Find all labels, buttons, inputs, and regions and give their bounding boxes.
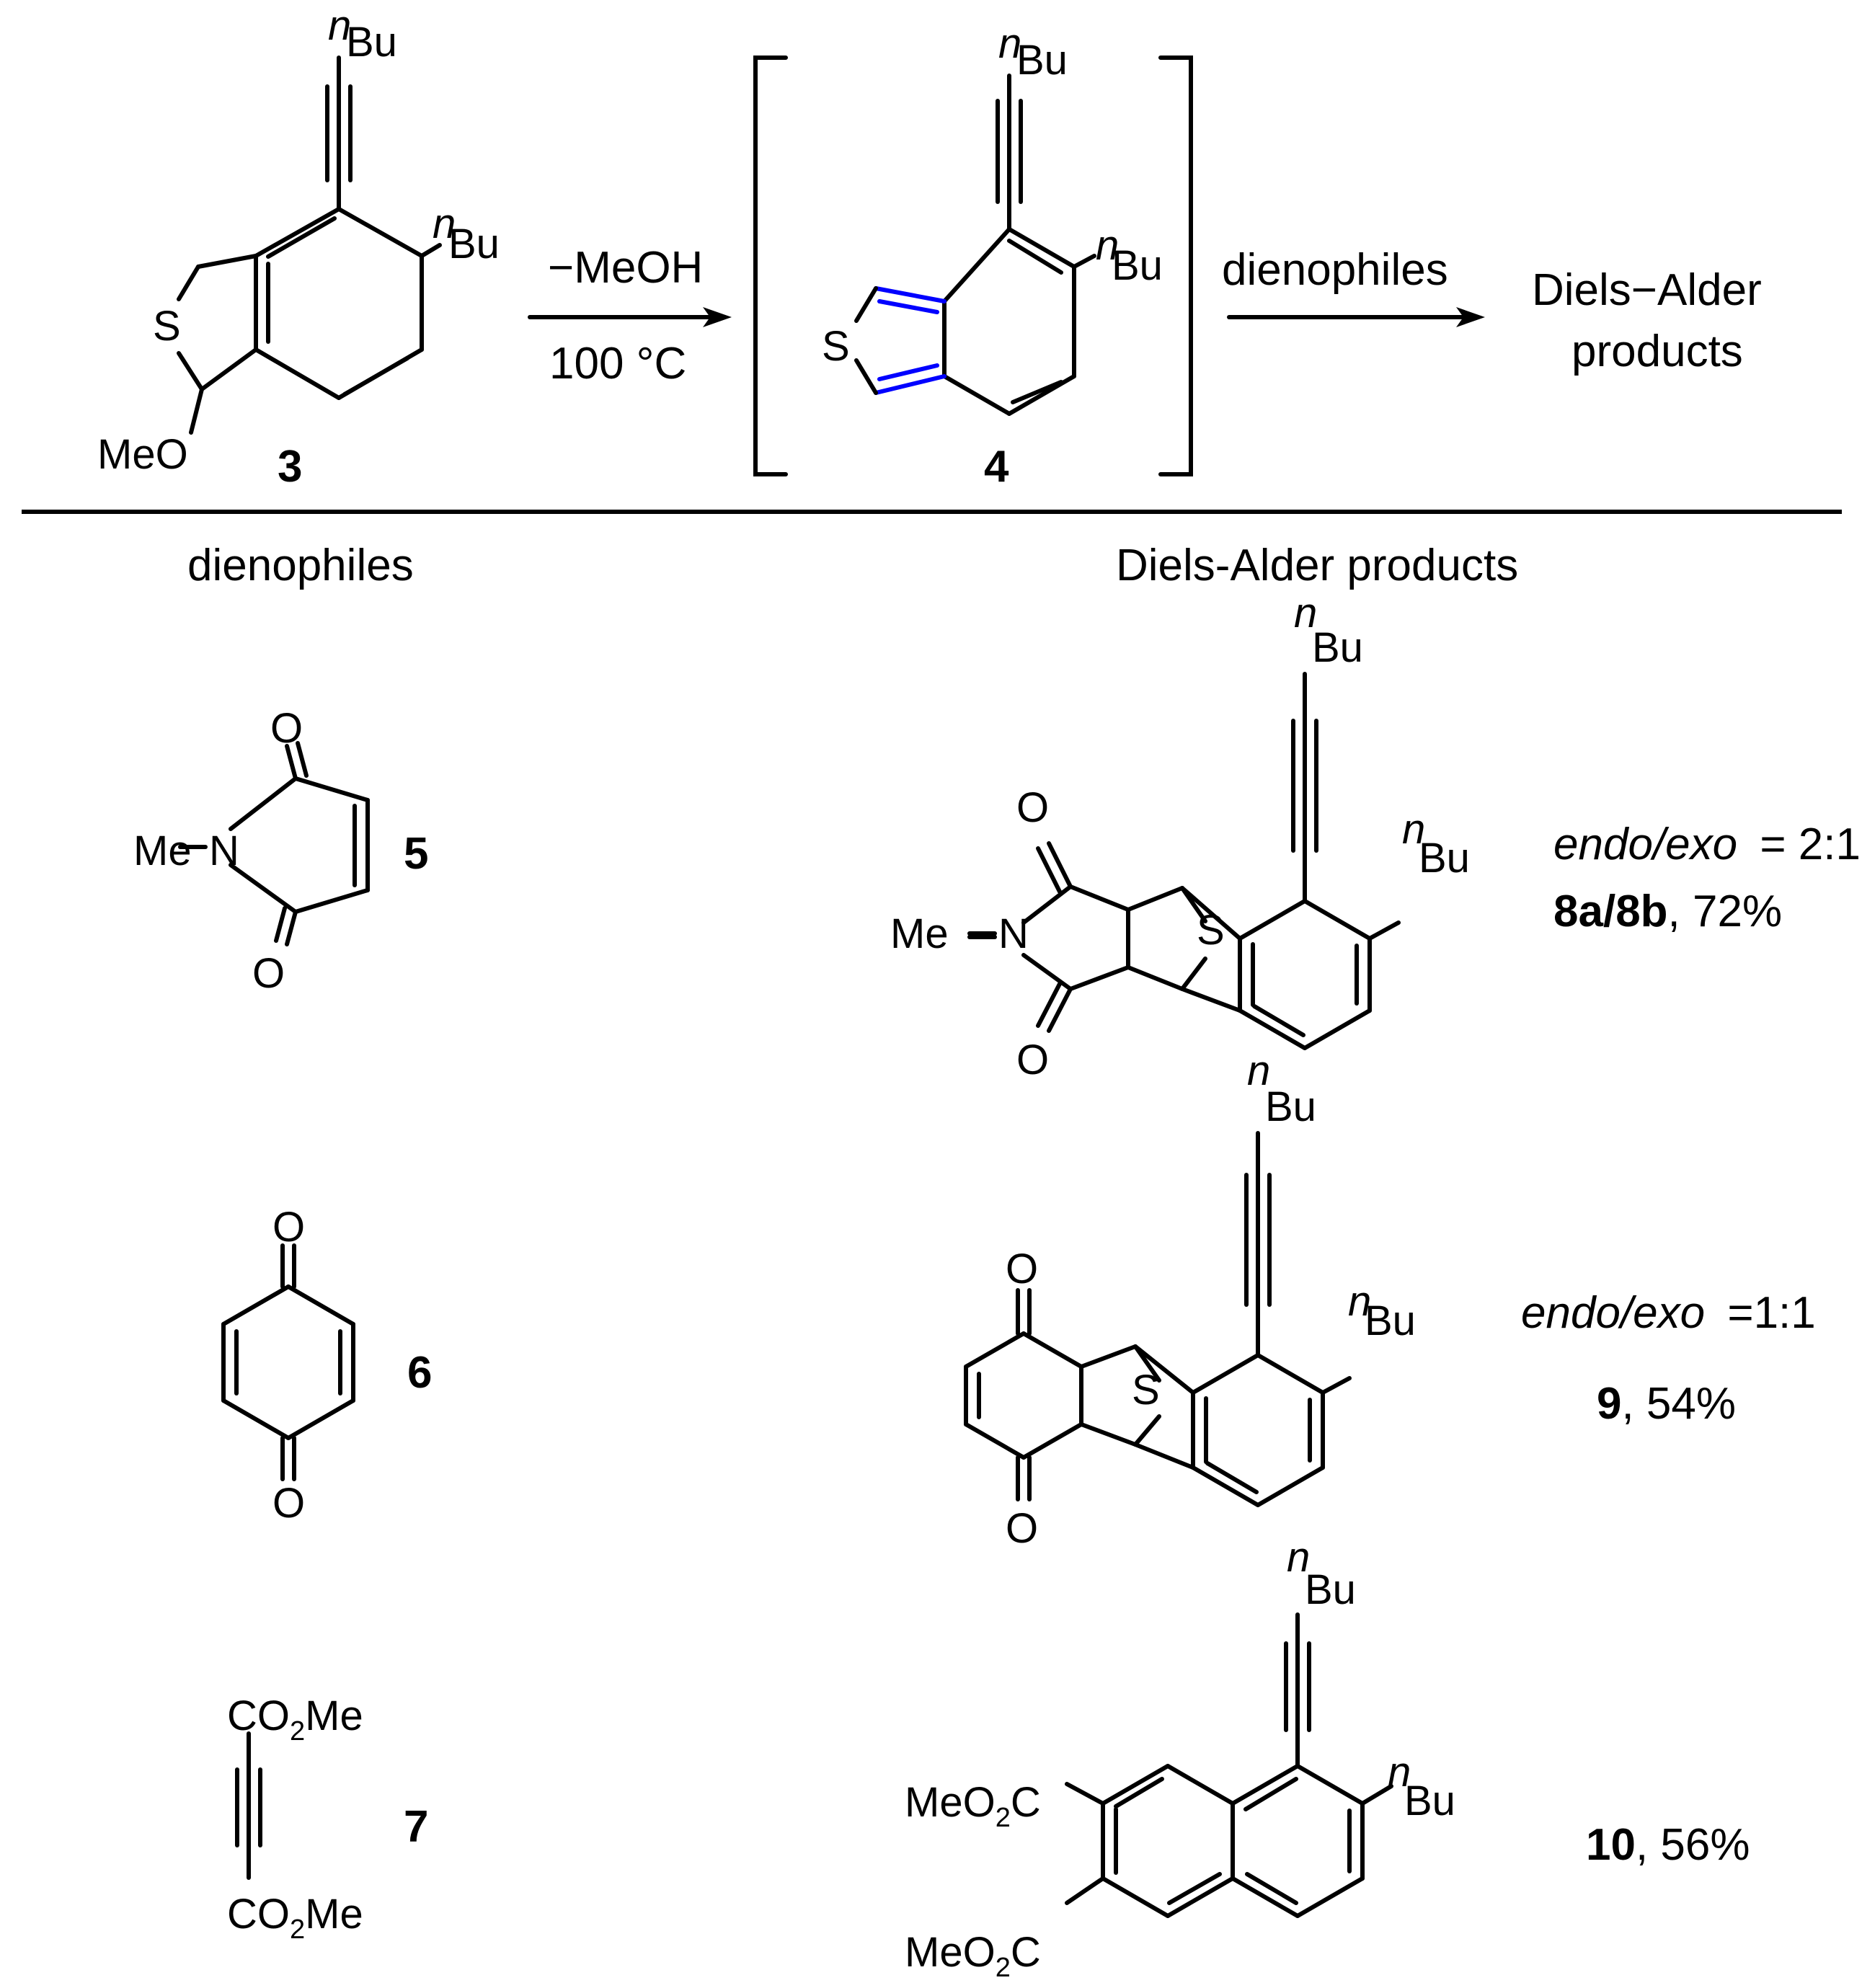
dienophile-5-o-bottom: O	[252, 950, 285, 997]
compound-3-sulfur: S	[153, 303, 181, 350]
product-10-meo2c-bottom: MeO2C	[905, 1929, 1041, 1983]
dienophile-5-o-top: O	[270, 705, 303, 752]
product-10-meo2c-top: MeO2C	[905, 1779, 1041, 1833]
row-3-result: 10, 56%	[1586, 1820, 1750, 1870]
row-2-ratio: endo/exo =1:1	[1521, 1288, 1816, 1338]
product-line-1: Diels−Alder	[1532, 265, 1762, 315]
product-8-nbu-side-bu: Bu	[1419, 835, 1470, 882]
product-8-structure	[967, 672, 1401, 1050]
product-8-nbu-top-bu: Bu	[1312, 624, 1363, 671]
dienophile-5-n: N	[209, 827, 239, 874]
compound-3-structure	[177, 56, 442, 435]
compound-3-methoxy: MeO	[97, 431, 188, 478]
row-2-product-label: 9	[1597, 1379, 1621, 1429]
arrow1-bottom-condition: 100 °C	[549, 339, 686, 389]
header-products: Diels-Alder products	[1116, 541, 1518, 590]
compound-3-label: 3	[278, 442, 302, 492]
reaction-arrow-2	[1227, 307, 1485, 327]
row-2-yield: , 54%	[1621, 1379, 1736, 1429]
product-8-nbu-side-n: n	[1402, 806, 1425, 853]
header-dienophiles: dienophiles	[187, 541, 414, 590]
dienophile-7-structure	[235, 1731, 262, 1880]
bracket-right	[1158, 56, 1193, 476]
product-10-nbu-side-n: n	[1388, 1749, 1411, 1796]
compound-3-nbu-side-n: n	[433, 200, 456, 247]
product-10-nbu-top-n: n	[1287, 1534, 1310, 1581]
row-1-ratio-prefix: endo/exo	[1553, 820, 1737, 869]
arrow1-top-reagent: −MeOH	[548, 243, 703, 293]
bracket-left	[753, 56, 788, 476]
product-10-nbu-top-bu: Bu	[1305, 1566, 1356, 1613]
product-9-o-bottom: O	[1006, 1505, 1038, 1552]
row-1-ratio: endo/exo = 2:1	[1553, 820, 1861, 869]
product-9-nbu-top-bu: Bu	[1265, 1083, 1316, 1130]
row-3-product-label: 10	[1586, 1820, 1636, 1870]
row-2-result: 9, 54%	[1597, 1379, 1736, 1429]
arrow2-top-reagent: dienophiles	[1222, 245, 1448, 295]
product-9-sulfur: S	[1132, 1367, 1160, 1414]
compound-3-nbu-top-n: n	[328, 2, 351, 49]
product-8-nbu-top-n: n	[1294, 590, 1317, 636]
product-9-nbu-side-n: n	[1348, 1278, 1371, 1325]
product-8-o-bottom: O	[1016, 1037, 1049, 1083]
row-2-ratio-prefix: endo/exo	[1521, 1288, 1705, 1338]
row-2-ratio-value: =1:1	[1727, 1288, 1815, 1338]
product-9-structure	[964, 1131, 1352, 1507]
product-9-nbu-side-bu: Bu	[1365, 1297, 1416, 1344]
reaction-arrow-1	[528, 307, 732, 327]
row-1-ratio-value: = 2:1	[1760, 820, 1861, 869]
dienophile-7-co2me-top: CO2Me	[227, 1692, 363, 1747]
product-8-o-top: O	[1016, 784, 1049, 831]
dienophile-6-label: 6	[407, 1348, 432, 1398]
compound-4-sulfur: S	[822, 323, 850, 370]
product-10-nbu-side-bu: Bu	[1404, 1778, 1455, 1824]
dienophile-7-label: 7	[404, 1802, 428, 1852]
dienophile-5-structure	[178, 741, 370, 946]
dienophile-5-label: 5	[404, 829, 428, 879]
row-1-product-label: 8a/8b	[1553, 887, 1668, 936]
dienophile-6-o-top: O	[272, 1204, 305, 1251]
compound-3-nbu-side-bu: Bu	[448, 221, 500, 267]
row-1-yield: , 72%	[1668, 887, 1783, 936]
compound-3-nbu-top-bu: Bu	[346, 19, 397, 66]
product-8-n: N	[998, 910, 1029, 957]
product-8-me: Me	[890, 910, 949, 957]
product-9-nbu-top-n: n	[1247, 1047, 1270, 1094]
row-3-yield: , 56%	[1636, 1820, 1750, 1870]
compound-4-nbu-side-n: n	[1096, 222, 1119, 269]
compound-4-nbu-side-bu: Bu	[1112, 242, 1163, 289]
compound-4-structure	[854, 74, 1096, 416]
compound-4-nbu-top-n: n	[998, 20, 1021, 67]
product-9-o-top: O	[1006, 1246, 1038, 1292]
product-8-sulfur: S	[1197, 907, 1225, 954]
product-10-structure	[1065, 1612, 1393, 1918]
dienophile-6-structure	[221, 1243, 355, 1481]
dienophile-7-co2me-bottom: CO2Me	[227, 1891, 363, 1945]
compound-4-label: 4	[984, 442, 1009, 492]
row-1-result: 8a/8b, 72%	[1553, 887, 1782, 936]
product-line-2: products	[1571, 327, 1743, 376]
dienophile-6-o-bottom: O	[272, 1480, 305, 1527]
dienophile-5-me: Me	[133, 827, 192, 874]
compound-4-nbu-top-bu: Bu	[1016, 37, 1068, 84]
